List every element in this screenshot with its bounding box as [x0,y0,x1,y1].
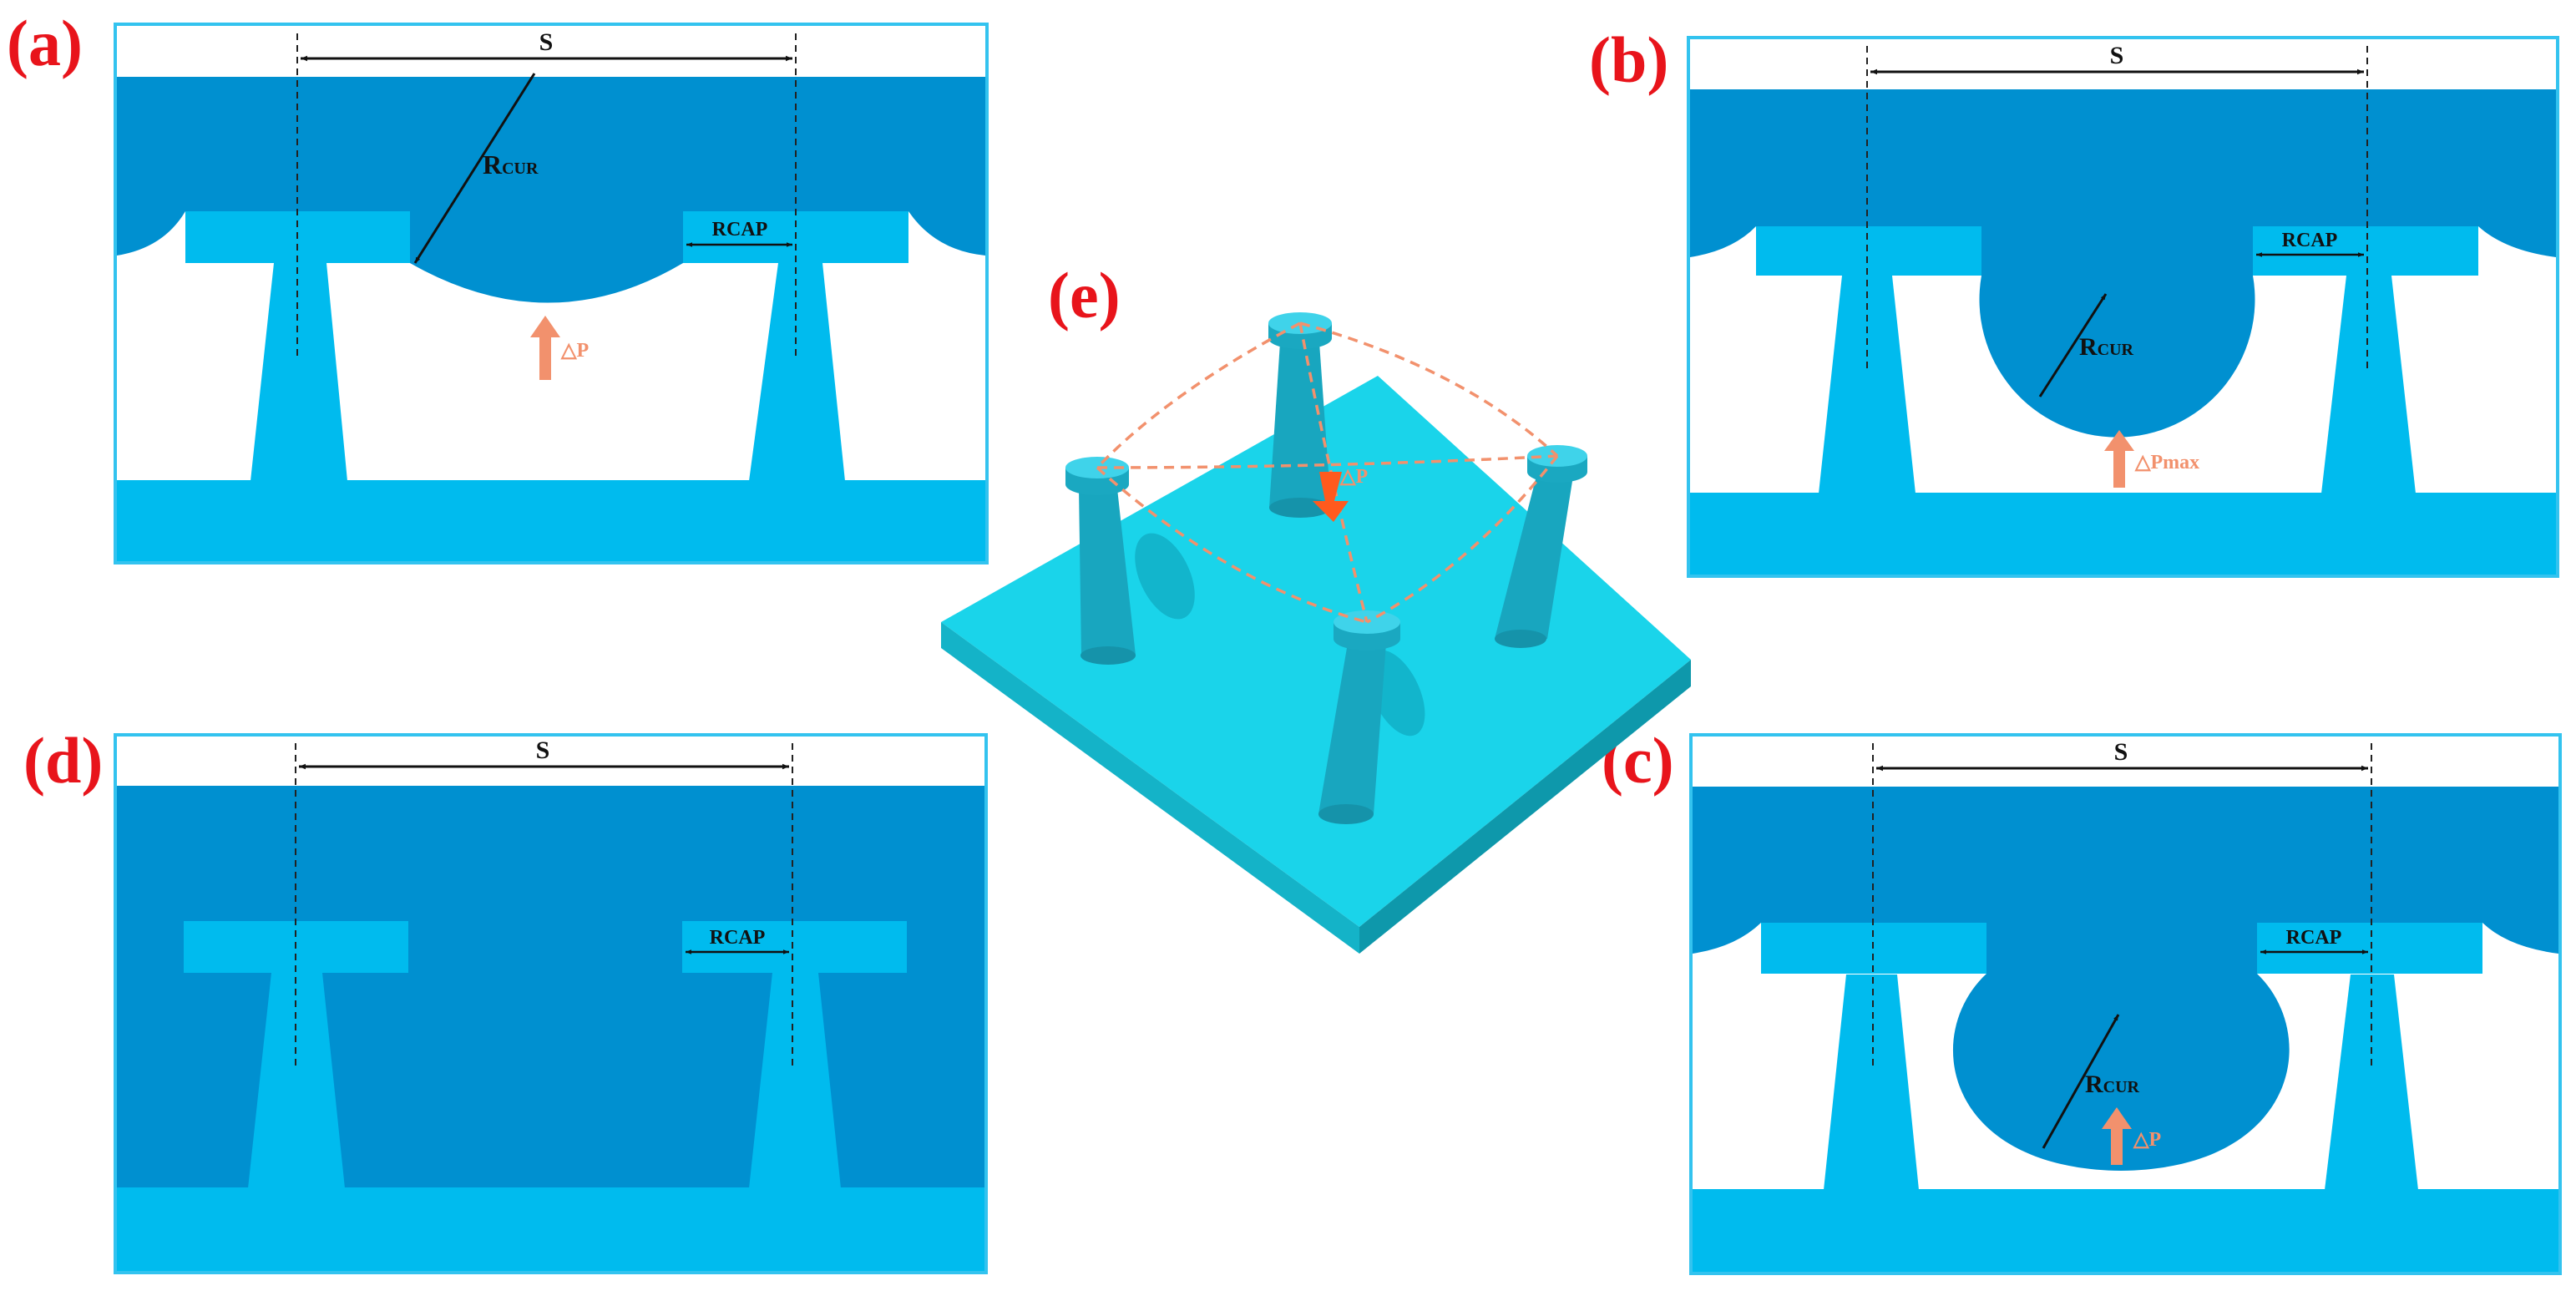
panel-d-rcap-label: RCAP [710,927,766,949]
panel-a: S RCUR RCAP △P (a) [7,7,989,564]
panel-b-rcur-label: RCUR [2079,333,2134,361]
panel-e-meniscus-lines [1096,321,1559,624]
panel-b-spacing-label: S [2110,42,2124,69]
panel-e-pillar-right [1495,445,1587,648]
panel-d-pillar-left [248,973,345,1188]
panel-a-spacing-label: S [539,28,554,56]
panel-a-pressure-label: △P [560,340,589,362]
panel-c-pillar-right [2325,974,2418,1190]
panel-a-liquid [117,77,985,303]
panel-a-pillar-left [251,263,347,481]
panel-e-pillar-back [1268,312,1332,518]
panel-c-pressure-label: △P [2133,1129,2161,1151]
panel-b-rcap-label: RCAP [2282,230,2338,251]
panel-b-pillar-right [2321,276,2416,494]
panel-b-cap-right [2253,226,2478,276]
panel-c-pillar-left [1824,974,1919,1190]
panel-b-liquid [1690,89,2556,438]
panel-b-pressure-label: △Pmax [2134,452,2199,473]
panel-e-pressure-label: △P [1339,466,1368,488]
panel-e-base-right-face [1359,660,1691,954]
panel-d-letter: (d) [23,724,103,797]
panel-a-letter: (a) [7,7,83,79]
panel-b-pressure-arrow [2104,430,2134,488]
panel-c-rcur-label: RCUR [2085,1071,2140,1098]
panel-b-letter: (b) [1589,23,1668,96]
panel-b: S RCUR RCAP △Pmax (b) [1589,23,2559,578]
panel-d-liquid [117,786,984,1187]
panel-d-cap-right [682,921,907,973]
panel-c-rcur-arrow [2042,1014,2120,1149]
panel-a-substrate [117,480,985,561]
panel-b-rcur-arrow [2038,293,2108,397]
panel-d-pillar-right [749,973,841,1188]
panel-e-shadow-left [1135,533,1195,620]
panel-e: (e) [941,259,1691,954]
panel-a-rcur-label: RCUR [483,149,539,180]
panel-e-base-top [941,376,1691,927]
panel-d-substrate [117,1187,984,1271]
panel-e-base-left-face [941,622,1359,954]
panel-c: S RCUR RCAP △P (c) [1602,724,2562,1275]
panel-c-liquid [1693,787,2558,1171]
panel-d: S RCAP (d) [23,724,988,1274]
panel-c-pressure-arrow [2102,1107,2132,1165]
panel-a-rcur-arrow [413,73,536,264]
panel-d-spacing-label: S [536,737,550,764]
panel-e-pressure-arrow [1313,472,1349,522]
panel-b-cap-left [1756,226,1981,276]
panel-e-pillar-left [1065,457,1136,665]
panel-c-substrate [1693,1189,2558,1272]
panel-a-pillar-right [749,263,845,481]
panel-a-pressure-arrow [530,316,560,380]
panel-c-cap-right [2257,923,2482,974]
panel-b-pillar-left [1819,276,1916,494]
panel-a-rcap-label: RCAP [712,219,768,240]
panel-c-spacing-label: S [2114,738,2128,766]
panel-c-rcap-label: RCAP [2286,927,2342,949]
panel-e-letter: (e) [1048,259,1121,332]
panel-b-substrate [1690,493,2556,575]
